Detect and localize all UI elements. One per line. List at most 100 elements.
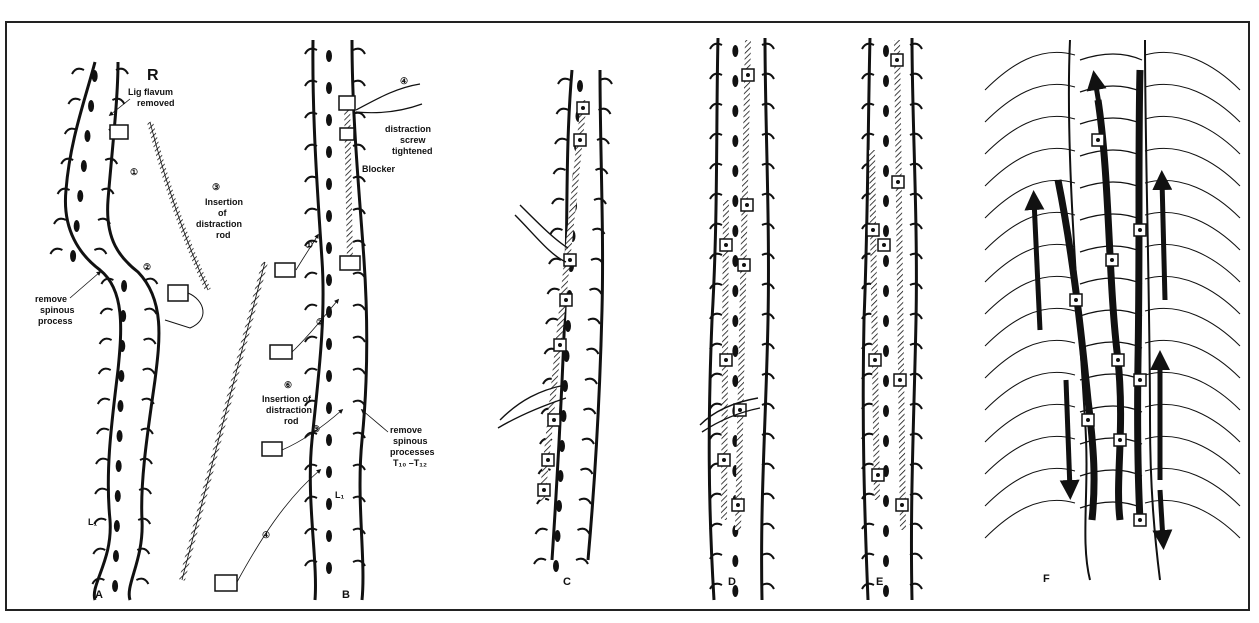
vertebral-body	[1080, 54, 1142, 60]
vertebra-shadow	[92, 70, 98, 82]
vertebra-shadow	[88, 100, 94, 112]
hook-screw	[1138, 228, 1142, 232]
remove-spinous-b-2: spinous	[393, 436, 428, 446]
hook-screw	[898, 378, 902, 382]
hook-screw	[882, 243, 886, 247]
figure-frame	[6, 22, 1249, 610]
hook-screw	[900, 503, 904, 507]
hook-screw	[578, 138, 582, 142]
transverse-process	[537, 499, 591, 504]
vertebra-shadow	[732, 555, 738, 567]
remove-spinous-b-3: processes	[390, 447, 435, 457]
transverse-process	[710, 134, 774, 139]
lig-flavum-label-1: Lig flavum	[128, 87, 173, 97]
hook-screw	[724, 358, 728, 362]
hook-screw	[896, 180, 900, 184]
vertebra-shadow	[732, 285, 738, 297]
transverse-process	[862, 374, 922, 379]
vertebra-shadow	[883, 525, 889, 537]
arrow-f-down-left	[1066, 380, 1070, 490]
hook-screw	[1118, 438, 1122, 442]
transverse-process	[710, 164, 774, 169]
remove-spinous-label-2: spinous	[40, 305, 75, 315]
vertebra-shadow	[883, 225, 889, 237]
hook-upper	[110, 125, 128, 139]
vertebral-body	[1080, 118, 1142, 124]
spine-left-edge-e	[863, 38, 870, 600]
vertebra-shadow	[883, 435, 889, 447]
vertebra-shadow	[883, 105, 889, 117]
distraction-rod-b-outline	[182, 262, 265, 580]
vertebra-shadow	[326, 562, 332, 574]
panel-letter-a: A	[95, 589, 103, 601]
hook-screw	[546, 458, 550, 462]
vertebra-shadow	[326, 82, 332, 94]
vertebra-shadow	[81, 160, 87, 172]
transverse-process	[305, 273, 365, 278]
step-3-marker-b: ③	[312, 424, 320, 434]
vertebra-shadow	[326, 178, 332, 190]
panel-letter-c: C	[563, 576, 571, 588]
step-3-marker: ③	[212, 182, 220, 192]
vertebra-shadow	[883, 315, 889, 327]
vertebra-shadow	[326, 402, 332, 414]
step-1-marker-a: ①	[130, 167, 138, 177]
panel-letter-b: B	[342, 589, 350, 601]
transverse-process	[710, 554, 774, 559]
transverse-process	[305, 401, 365, 406]
transverse-process	[546, 319, 600, 324]
transverse-process	[54, 219, 110, 224]
vertebra-shadow	[883, 585, 889, 597]
hook-screw	[876, 473, 880, 477]
vertebra-shadow	[326, 530, 332, 542]
hook-screw	[742, 263, 746, 267]
hook-screw	[1074, 298, 1078, 302]
blocker-b	[340, 128, 354, 140]
spine-right-edge	[108, 62, 159, 600]
hook-4-b	[215, 575, 237, 591]
hook-screw	[746, 73, 750, 77]
vertebra-shadow	[732, 45, 738, 57]
transverse-process	[551, 229, 605, 234]
transverse-process	[534, 559, 588, 564]
hook-screw	[738, 408, 742, 412]
vertebra-shadow	[883, 135, 889, 147]
insertion-label-1: Insertion	[205, 197, 243, 207]
vertebra-l1-label-b: L₁	[335, 490, 344, 500]
step-4-top-marker: ④	[400, 76, 408, 86]
vertebra-shadow	[326, 338, 332, 350]
transverse-process	[305, 305, 365, 310]
distraction-rod	[150, 122, 208, 290]
hook-bottom-b	[340, 256, 360, 270]
vertebra-shadow	[326, 466, 332, 478]
step-1-marker-b: ①	[305, 240, 313, 250]
hook-screw	[542, 488, 546, 492]
hook-3-b	[262, 442, 282, 456]
vertebra-shadow	[883, 45, 889, 57]
transverse-process	[305, 465, 365, 470]
vertebra-shadow	[117, 400, 123, 412]
remove-spinous-label-1: remove	[35, 294, 67, 304]
vertebra-shadow	[559, 440, 565, 452]
vertebra-shadow	[883, 165, 889, 177]
blocker-label: Blocker	[362, 164, 396, 174]
vertebral-body	[1080, 502, 1142, 508]
vertebra-shadow	[112, 580, 118, 592]
arrow-f-up-right	[1162, 180, 1165, 300]
transverse-process	[545, 349, 599, 354]
spine-right-edge-e	[911, 38, 916, 600]
distraction-label-1: distraction	[385, 124, 431, 134]
vertebra-shadow	[120, 310, 126, 322]
vertebra-shadow	[732, 315, 738, 327]
vertebra-shadow	[883, 345, 889, 357]
instrument-upper-c	[515, 205, 568, 262]
vertebra-shadow	[577, 80, 583, 92]
vertebra-shadow	[732, 195, 738, 207]
transverse-process	[92, 579, 148, 584]
lig-flavum-label-2: removed	[137, 98, 175, 108]
vertebra-shadow	[326, 114, 332, 126]
transverse-process	[543, 379, 597, 384]
vertebra-shadow	[556, 500, 562, 512]
insertion-label-4: rod	[216, 230, 231, 240]
